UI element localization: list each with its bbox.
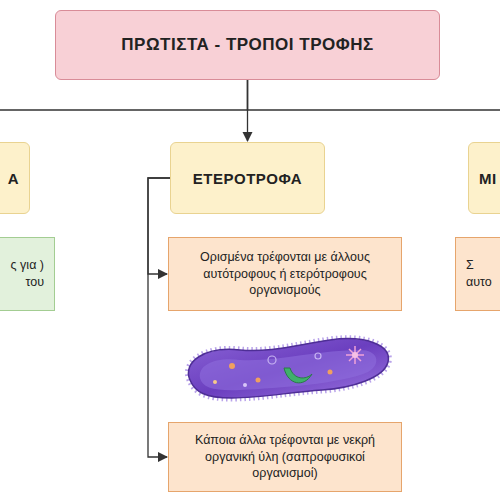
node-text: ΠΡΩΤΙΣΤΑ - ΤΡΟΠΟΙ ΤΡΟΦΗΣ xyxy=(121,35,373,55)
connector-arrow xyxy=(148,178,170,274)
connector-arrow xyxy=(0,80,248,141)
description-box: Σ αυτο xyxy=(455,237,500,311)
connector-arrow xyxy=(248,80,500,141)
node-text: Α xyxy=(8,170,19,187)
node-text: Σ αυτο xyxy=(466,257,500,291)
description-box: ς για ) του xyxy=(0,237,55,311)
connector-arrow xyxy=(148,178,170,457)
node-text: ΕΤΕΡΟΤΡΟΦΑ xyxy=(193,170,302,187)
node-text: Κάποια άλλα τρέφονται με νεκρή οργανική … xyxy=(179,432,391,483)
node-text: ς για ) του xyxy=(4,257,44,291)
description-box: Ορισμένα τρέφονται με άλλους αυτότροφους… xyxy=(168,237,402,311)
description-box: Κάποια άλλα τρέφονται με νεκρή οργανική … xyxy=(168,422,402,492)
category-box: Α xyxy=(0,142,30,214)
category-box: ΕΤΕΡΟΤΡΟΦΑ xyxy=(170,142,325,214)
node-text: ΜΙ xyxy=(479,170,497,187)
category-box: ΜΙ xyxy=(468,142,500,214)
title-box: ΠΡΩΤΙΣΤΑ - ΤΡΟΠΟΙ ΤΡΟΦΗΣ xyxy=(55,10,440,80)
node-text: Ορισμένα τρέφονται με άλλους αυτότροφους… xyxy=(179,249,391,300)
